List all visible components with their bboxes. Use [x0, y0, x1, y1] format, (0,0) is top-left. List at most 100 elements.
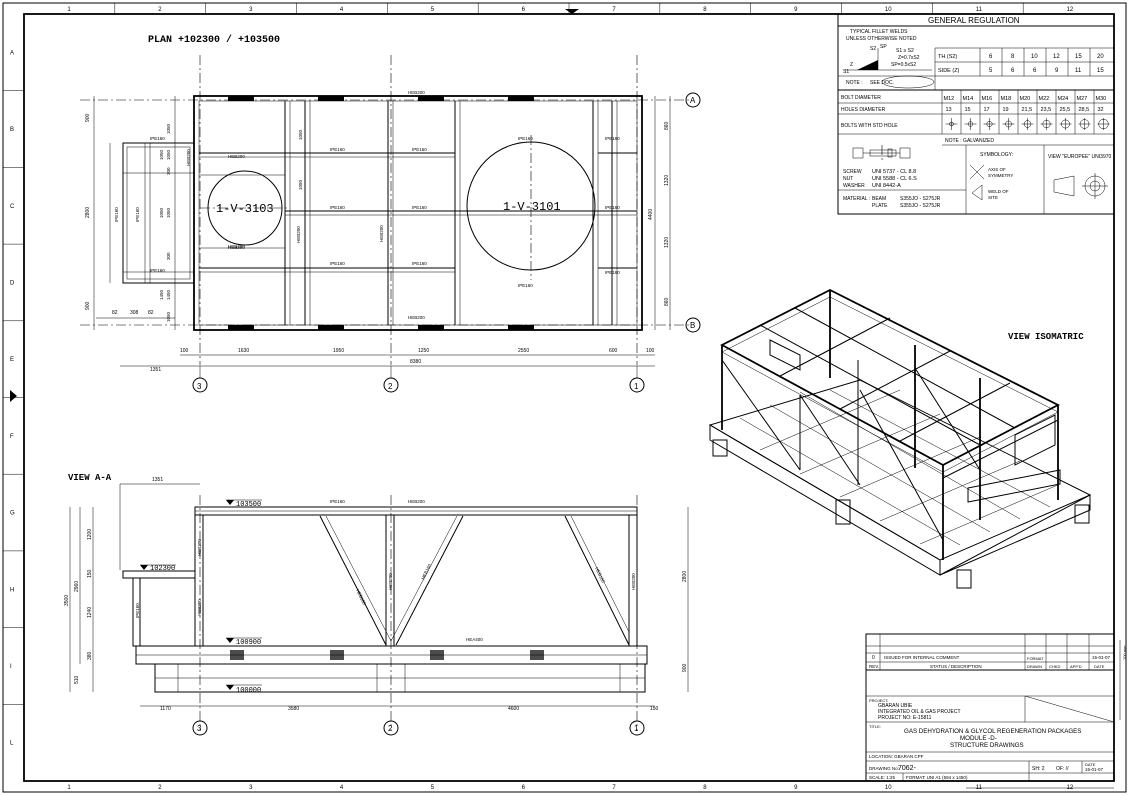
border-row-label: B [10, 127, 14, 133]
border-column-label: 8 [703, 785, 707, 791]
plan-beam-label: IPE160 [605, 270, 620, 275]
hole-diameter-value: 13 [946, 107, 952, 113]
weld-sym-label: SP [880, 44, 887, 50]
symbology-label: SYMBOLOGY: [980, 152, 1013, 158]
weld-th-value: 12 [1053, 54, 1060, 60]
material-item: BEAM [872, 196, 886, 202]
bolt-diameter-value: M24 [1058, 96, 1069, 102]
section-dim-bottom: 1170 [160, 706, 171, 712]
section-beam-label: HEB160 [594, 566, 606, 584]
axis-symmetry-line1: AXIS OF [988, 167, 1006, 172]
section-beam-label: HEB200 [197, 539, 202, 556]
plan-beam-label: HEB200 [408, 90, 425, 95]
date-value: 15-01-07 [1085, 767, 1104, 772]
galvanized-note: NOTE : GALVANIZED [945, 138, 994, 144]
border-column-label: 2 [158, 7, 162, 13]
hole-label: HOLES DIAMETER [841, 107, 886, 113]
header-format: FORMAT [1027, 656, 1044, 661]
weld-sym-label: S1 ≥ S2 [896, 48, 914, 54]
plan-small-dim: 1050 [159, 149, 164, 160]
border-column-label: 12 [1067, 7, 1074, 13]
plan-beam-label: HEB200 [228, 244, 245, 249]
plan-small-dim: 1050 [166, 123, 171, 134]
drawing-title-line: MODULE -D- [960, 735, 997, 742]
plan-circle-right-label: 1-V-3101 [503, 200, 561, 214]
plan-dim-left: 900 [85, 113, 91, 122]
border-column-label: 9 [794, 785, 798, 791]
material-spec: S355JO - S275JR [900, 203, 941, 209]
format-text: FORMAT: UNI A1 (594 x 1450) [906, 775, 968, 780]
rev-status: ISSUED FOR INTERNAL COMMENT [884, 655, 960, 660]
section-dim-bottom: 3580 [288, 706, 299, 712]
bolt-diameter-value: M27 [1077, 96, 1088, 102]
weld-site-line2: SITE [988, 195, 998, 200]
plan-beam-label: IPE160 [114, 207, 119, 222]
plan-small-dim: 1450 [159, 289, 164, 300]
section-beam-label: HEB200 [388, 573, 393, 590]
border-column-label: 5 [431, 785, 435, 791]
project-label: PROJECT: [869, 698, 888, 703]
location-text: LOCATION: GBARAN CPF [869, 754, 924, 759]
border-column-label: 2 [158, 785, 162, 791]
section-dim-left: 510 [74, 675, 80, 684]
plan-dim-left-ext: 1351 [150, 367, 161, 373]
weld-site-line1: WELD OF [988, 189, 1009, 194]
section-level: 100000 [236, 687, 261, 695]
std-hole-label: BOLTS WITH STD HOLE [841, 123, 898, 129]
border-column-label: 1 [67, 785, 71, 791]
weld-note-1: TYPICAL FILLET WELDS [850, 29, 908, 35]
drawing-no-label: DRAWING No: [869, 766, 899, 771]
plan-small-dim: 300 [166, 252, 171, 260]
border-column-label: 10 [885, 785, 892, 791]
material-item: PLATE [872, 203, 888, 209]
of-text: OF: // [1056, 766, 1069, 772]
plan-beam-label: IPE160 [150, 136, 165, 141]
plan-beam-label: IPE160 [605, 136, 620, 141]
header-drawn: DRAWN [1027, 664, 1042, 669]
hardware-item: SCREW [843, 169, 862, 175]
plan-dim-bottom: 1630 [238, 348, 249, 354]
material-label: MATERIAL : [843, 196, 870, 202]
bolt-diameter-value: M18 [1001, 96, 1012, 102]
plan-dim-bottom: 1950 [333, 348, 344, 354]
border-column-label: 4 [340, 785, 344, 791]
border-column-label: 4 [340, 7, 344, 13]
section-dim-left: 380 [87, 651, 93, 660]
plan-small-dim: 1050 [166, 149, 171, 160]
section-beam-label: HEB160 [355, 588, 367, 606]
weld-side-value: 15 [1097, 68, 1104, 74]
title-block: 0 ISSUED FOR INTERNAL COMMENT 15-01-07 R… [865, 633, 1127, 789]
section-level: 103500 [236, 501, 261, 509]
plan-axis-2: 2 [388, 382, 393, 391]
weld-side-value: 11 [1075, 68, 1082, 74]
plan-dim-bottom: 2550 [518, 348, 529, 354]
project-line: PROJECT NO: E-15811 [878, 715, 932, 721]
plan-dim-right: 1320 [664, 175, 670, 186]
border-column-label: 5 [431, 7, 435, 13]
hardware-spec: UNI 8442-A [872, 183, 901, 189]
weld-sym-label: Z [850, 62, 853, 68]
material-spec: S355JO - S275JR [900, 196, 941, 202]
plan-dim-bottom: 600 [609, 348, 618, 354]
date-label: DATE [1085, 762, 1096, 767]
weld-note-text: SEE DOC. [870, 80, 894, 86]
project-line: GBARAN UBIE [878, 703, 913, 709]
border-column-label: 6 [522, 7, 526, 13]
bolt-diameter-value: M12 [944, 96, 955, 102]
axis-symmetry-line2: SYMMETRY [988, 173, 1013, 178]
hole-diameter-value: 23,5 [1041, 107, 1052, 113]
weld-th-value: 10 [1031, 54, 1038, 60]
border-column-label: 3 [249, 785, 253, 791]
hole-diameter-value: 19 [1003, 107, 1009, 113]
hole-diameter-value: 21,5 [1022, 107, 1033, 113]
isometric-view: VIEW ISOMATRIC [708, 288, 1092, 589]
plan-dim-bottom: 100 [180, 348, 189, 354]
drawing-title-line: GAS DEHYDRATION & GLYCOL REGENERATION PA… [904, 728, 1081, 735]
header-status: STATUS / DESCRIPTION [930, 664, 982, 669]
plan-beam-label: HEB200 [379, 225, 384, 242]
plan-small-dim: 1050 [298, 179, 303, 190]
header-date: DATE [1094, 664, 1105, 669]
hardware-item: NUT [843, 176, 853, 182]
